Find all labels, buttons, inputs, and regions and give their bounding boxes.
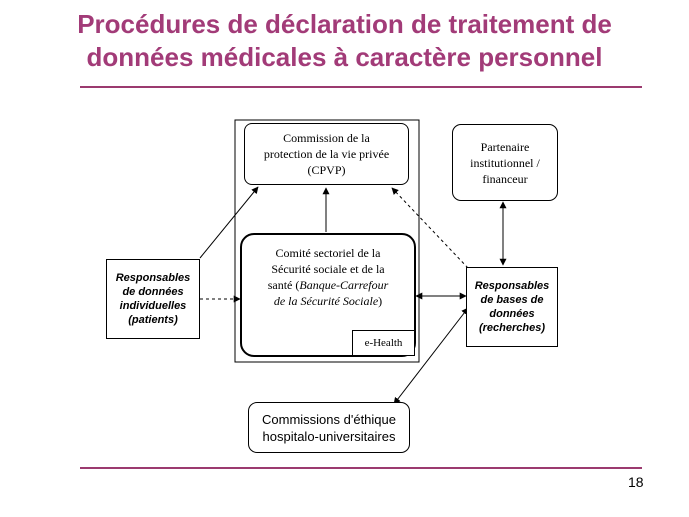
partenaire-line-1: Partenaire [480, 139, 530, 154]
resp-bases-line-1: Responsables [474, 280, 550, 292]
comite-line-2: Sécurité sociale et de la [271, 262, 385, 276]
ehealth-box: e-Health [352, 330, 415, 356]
slide-title-line-2: données médicales à caractère personnel [86, 42, 603, 72]
cpvp-line-2: protection de la vie privée [263, 147, 390, 161]
commissions-line-1: Commissions d'éthique [262, 411, 396, 427]
cpvp-box: Commission de la protection de la vie pr… [244, 123, 409, 185]
page-number: 18 [628, 474, 644, 490]
comite-sectoriel-box: Comité sectoriel de la Sécurité sociale … [240, 233, 416, 357]
bottom-divider [80, 467, 642, 469]
partenaire-line-2: institutionnel / [470, 155, 540, 170]
commissions-ethique-box: Commissions d'éthique hospitalo-universi… [248, 402, 410, 453]
comite-line-4: de la Sécurité Sociale) [273, 294, 383, 308]
commissions-line-2: hospitalo-universitaires [262, 428, 396, 444]
cpvp-line-3: (CPVP) [307, 163, 346, 177]
slide-title: Procédures de déclaration de traitement … [0, 8, 689, 74]
resp-donnees-line-3: individuelles [119, 300, 187, 312]
partenaire-box: Partenaire institutionnel / financeur [452, 124, 558, 201]
resp-bases-line-3: données [489, 308, 535, 320]
resp-donnees-line-2: de données [122, 286, 184, 298]
partenaire-line-3: financeur [482, 171, 528, 186]
arrow-donnees-to-cpvp [199, 186, 259, 259]
top-divider [80, 86, 642, 88]
arrow-bases-commissions [393, 307, 469, 405]
responsables-donnees-box: Responsables de données individuelles (p… [106, 259, 200, 339]
resp-bases-line-4: (recherches) [478, 322, 546, 334]
ehealth-label: e-Health [364, 337, 403, 349]
arrow-bases-to-cpvp [391, 187, 469, 269]
responsables-bases-box: Responsables de bases de données (recher… [466, 267, 558, 347]
outer-frame [234, 119, 420, 363]
resp-bases-line-2: de bases de [480, 294, 544, 306]
cpvp-line-1: Commission de la [283, 131, 370, 145]
slide-title-line-1: Procédures de déclaration de traitement … [77, 9, 612, 39]
comite-line-3: santé (Banque-Carrefour [267, 278, 389, 292]
comite-line-1: Comité sectoriel de la [275, 246, 381, 260]
resp-donnees-line-1: Responsables [115, 272, 191, 284]
resp-donnees-line-4: (patients) [128, 314, 178, 326]
